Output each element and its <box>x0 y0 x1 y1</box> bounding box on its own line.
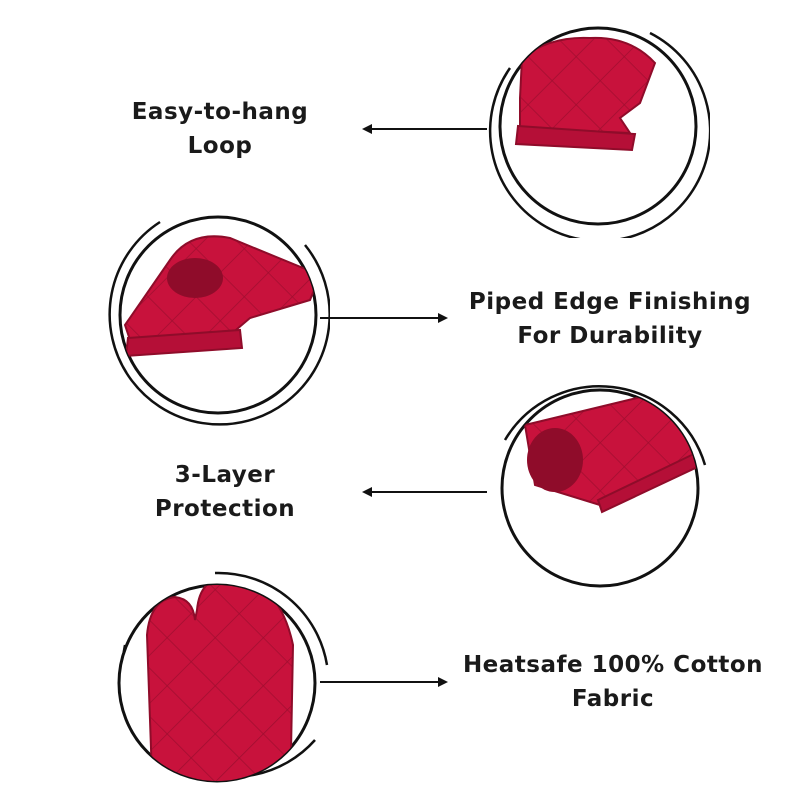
feature-label-cotton-fabric: Heatsafe 100% Cotton Fabric <box>428 648 798 716</box>
feature-title: Piped Edge Finishing <box>468 289 752 315</box>
three-layer-detail-image <box>500 385 707 588</box>
arrow-left-icon <box>362 124 487 134</box>
cotton-fabric-detail-image <box>117 571 329 783</box>
piped-edge-detail-image <box>108 215 330 426</box>
feature-title: 3-Layer <box>174 462 276 488</box>
feature-label-piped-edge: Piped Edge Finishing For Durability <box>440 285 780 353</box>
loop-detail-image <box>488 26 710 238</box>
feature-title: Heatsafe 100% Cotton <box>462 652 764 678</box>
feature-title: Easy-to-hang <box>131 99 309 125</box>
arrow-right-icon <box>320 313 448 323</box>
feature-label-loop: Easy-to-hang Loop <box>120 95 320 163</box>
feature-subtitle: Fabric <box>571 686 655 712</box>
arrow-right-icon <box>320 677 448 687</box>
feature-subtitle: Protection <box>154 496 296 522</box>
feature-subtitle: For Durability <box>517 323 703 349</box>
arrow-left-icon <box>362 487 487 497</box>
feature-subtitle: Loop <box>187 133 253 159</box>
feature-label-protection: 3-Layer Protection <box>120 458 330 526</box>
